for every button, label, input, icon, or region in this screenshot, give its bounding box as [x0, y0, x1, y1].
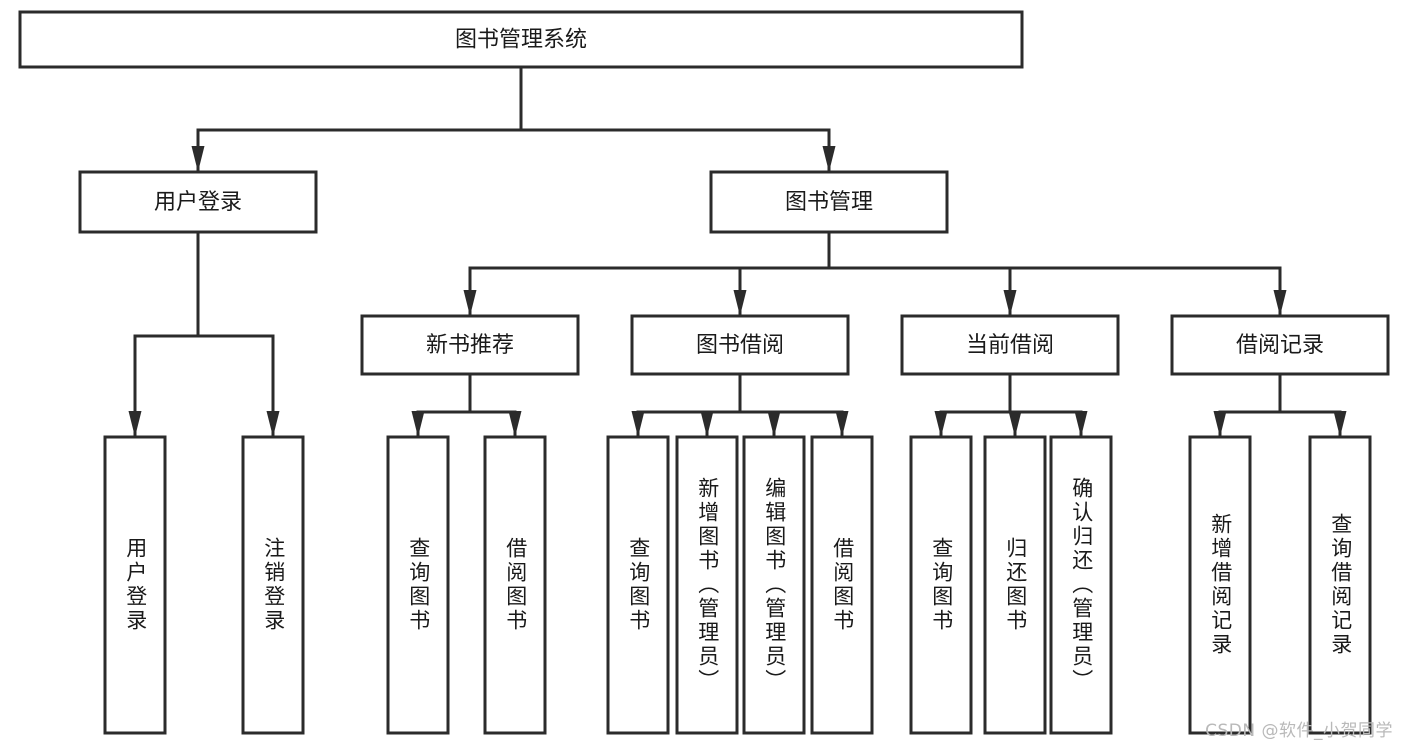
- node-leaf-query-book-3[interactable]: [909, 435, 973, 735]
- node-user-login[interactable]: 用户登录: [78, 170, 318, 234]
- node-new-book-rec[interactable]: 新书推荐: [360, 314, 580, 376]
- node-label: 新书推荐: [426, 333, 514, 358]
- node-leaf-edit-book[interactable]: [742, 435, 806, 735]
- node-current-borrow[interactable]: 当前借阅: [900, 314, 1120, 376]
- node-label: 图书管理: [785, 190, 873, 215]
- node-borrow-record[interactable]: 借阅记录: [1170, 314, 1390, 376]
- node-leaf-user-login[interactable]: [103, 435, 167, 735]
- csdn-watermark: CSDN @软件_小贺同学: [1205, 721, 1393, 741]
- node-leaf-query-book-2[interactable]: [606, 435, 670, 735]
- node-leaf-confirm-return[interactable]: [1049, 435, 1113, 735]
- node-leaf-add-book[interactable]: [675, 435, 739, 735]
- node-label: 当前借阅: [966, 333, 1054, 358]
- node-leaf-logout[interactable]: [241, 435, 305, 735]
- node-leaf-query-record[interactable]: [1308, 435, 1372, 735]
- node-leaf-add-record[interactable]: [1188, 435, 1252, 735]
- node-label: 用户登录: [154, 190, 242, 215]
- node-leaf-query-book-1[interactable]: [386, 435, 450, 735]
- node-book-borrow[interactable]: 图书借阅: [630, 314, 850, 376]
- node-label: 图书借阅: [696, 333, 784, 358]
- node-label: 图书管理系统: [455, 28, 587, 53]
- node-leaf-return-book[interactable]: [983, 435, 1047, 735]
- connector-lines: [128, 65, 1347, 437]
- node-leaf-borrow-book-1[interactable]: [483, 435, 547, 735]
- node-root-root[interactable]: 图书管理系统: [18, 10, 1024, 69]
- node-book-manage[interactable]: 图书管理: [709, 170, 949, 234]
- node-leaf-borrow-book-2[interactable]: [810, 435, 874, 735]
- node-label: 借阅记录: [1236, 333, 1324, 358]
